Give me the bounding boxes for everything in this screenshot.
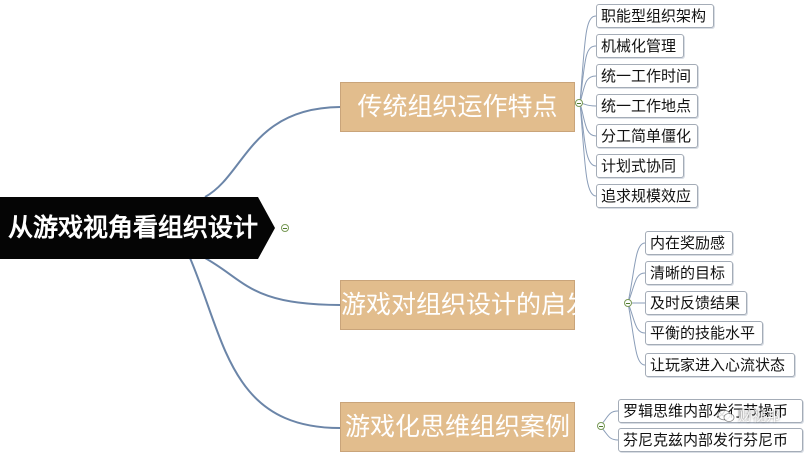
leaf-node[interactable]: 清晰的目标 [645, 261, 733, 285]
link-root-branch-3 [189, 257, 341, 429]
leaf-node[interactable]: 分工简单僵化 [596, 124, 698, 148]
root-node-label: 从游戏视角看组织设计 [8, 213, 259, 242]
leaf-link-1-3 [579, 75, 597, 104]
leaf-label: 内在奖励感 [650, 234, 726, 252]
chat-bubbles-icon [717, 409, 735, 422]
link-root-branch-1 [204, 106, 341, 198]
leaf-link-2-2 [627, 272, 646, 304]
branch-node-inspiration[interactable]: 游戏对组织设计的启发 [340, 280, 591, 330]
watermark: 财视邦 [717, 406, 807, 428]
leaf-label: 清晰的目标 [650, 264, 726, 282]
branch-node-traditional[interactable]: 传统组织运作特点 [340, 82, 575, 132]
leaf-node[interactable]: 让玩家进入心流状态 [645, 353, 795, 377]
link-root-branch-2 [204, 257, 341, 306]
leaf-node[interactable]: 统一工作时间 [596, 64, 698, 88]
leaf-label: 追求规模效应 [601, 187, 692, 205]
leaf-label: 让玩家进入心流状态 [650, 356, 786, 374]
leaf-link-2-4 [627, 302, 646, 334]
leaf-label: 统一工作时间 [601, 67, 692, 85]
leaf-label: 机械化管理 [601, 37, 677, 55]
leaf-label: 职能型组织架构 [601, 7, 707, 25]
leaf-link-2-1 [627, 242, 646, 304]
watermark-text: 财视邦 [738, 409, 780, 425]
leaf-node[interactable]: 计划式协同 [596, 154, 684, 178]
branch-label: 游戏对组织设计的启发 [341, 290, 592, 319]
leaf-node[interactable]: 机械化管理 [596, 34, 684, 58]
leaf-label: 统一工作地点 [601, 97, 692, 115]
leaf-link-1-7 [579, 102, 597, 197]
leaf-node[interactable]: 芬尼克兹内部发行芬尼币 [618, 428, 803, 452]
leaf-node[interactable]: 职能型组织架构 [596, 4, 714, 28]
branch-label: 传统组织运作特点 [357, 92, 558, 121]
leaf-link-2-5 [627, 302, 646, 366]
leaf-label: 及时反馈结果 [650, 294, 741, 312]
leaf-node[interactable]: 及时反馈结果 [645, 291, 747, 315]
root-node[interactable]: 从游戏视角看组织设计 [0, 197, 275, 259]
leaf-node[interactable]: 追求规模效应 [596, 184, 698, 208]
leaf-label: 平衡的技能水平 [650, 324, 756, 342]
leaf-node[interactable]: 平衡的技能水平 [645, 321, 763, 345]
leaf-node[interactable]: 内在奖励感 [645, 231, 733, 255]
branch-collapse-icon[interactable] [597, 422, 605, 430]
leaf-label: 计划式协同 [601, 157, 677, 175]
leaf-link-1-5 [579, 102, 597, 137]
branch-collapse-icon[interactable] [575, 99, 583, 107]
root-collapse-icon[interactable] [281, 224, 289, 232]
branch-collapse-icon[interactable] [624, 299, 632, 307]
leaf-label: 分工简单僵化 [601, 127, 692, 145]
leaf-node[interactable]: 统一工作地点 [596, 94, 698, 118]
leaf-label: 芬尼克兹内部发行芬尼币 [623, 431, 789, 449]
branch-label: 游戏化思维组织案例 [344, 412, 570, 441]
leaf-label: 罗辑思维内部发行节操币 [623, 402, 789, 420]
leaf-link-1-1 [579, 15, 597, 104]
leaf-node[interactable]: 罗辑思维内部发行节操币 [618, 399, 803, 423]
leaf-link-1-2 [579, 45, 597, 104]
branch-node-cases[interactable]: 游戏化思维组织案例 [340, 402, 575, 452]
